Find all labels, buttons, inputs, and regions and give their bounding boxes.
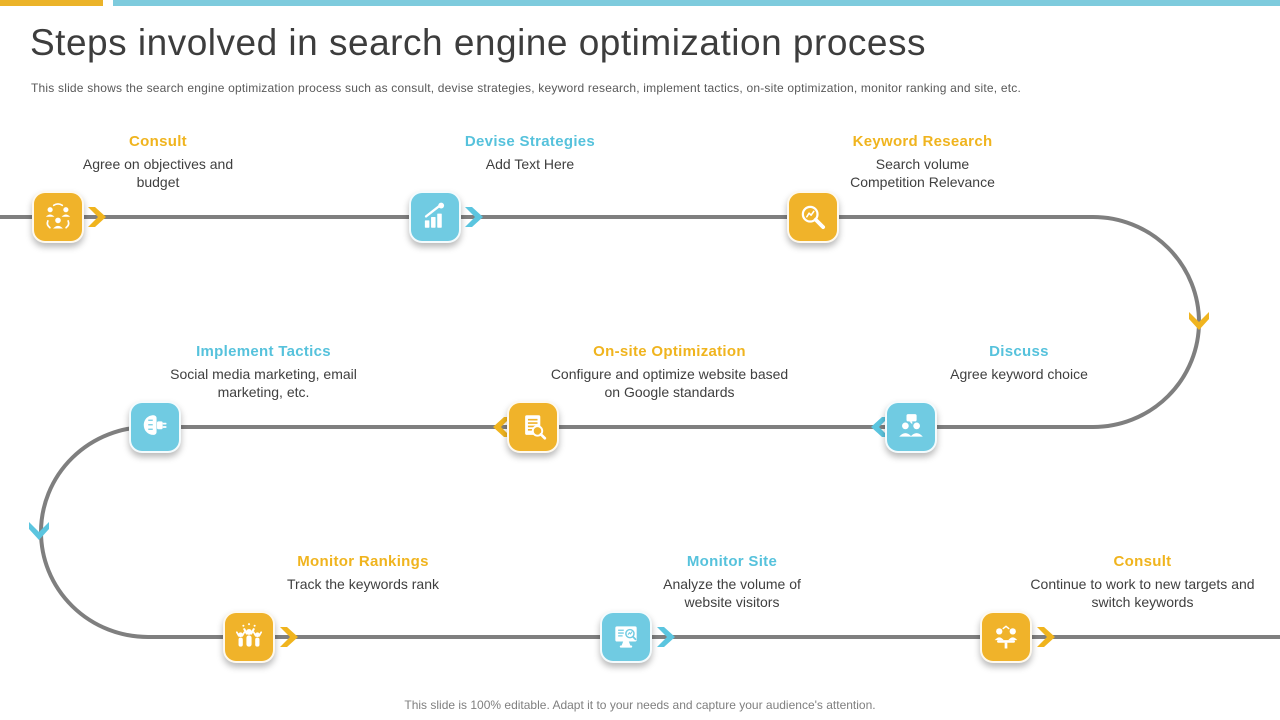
step-desc: Track the keywords rank	[287, 576, 439, 592]
monitor-analytics-icon	[600, 611, 652, 663]
step-title: On-site Optimization	[593, 343, 746, 360]
chevron-right-icon	[1036, 626, 1058, 648]
meeting-icon	[980, 611, 1032, 663]
step-desc: Add Text Here	[485, 156, 575, 172]
step-desc: Configure and optimize website based on …	[550, 366, 789, 401]
step-title: Monitor Rankings	[297, 553, 429, 570]
chevron-right-icon	[656, 626, 678, 648]
step-block: Discuss Agree keyword choice	[919, 343, 1119, 383]
step-block: Keyword Research Search volume Competiti…	[840, 133, 1005, 192]
step-title: Devise Strategies	[464, 133, 596, 150]
step-title: Discuss	[989, 343, 1049, 360]
step-block: Monitor Site Analyze the volume of websi…	[647, 553, 817, 612]
step-title: Consult	[129, 133, 187, 150]
step-desc: Continue to work to new targets and swit…	[1030, 576, 1255, 611]
top-accent-cyan-bar	[113, 0, 1280, 6]
brain-plug-icon	[129, 401, 181, 453]
team-sync-icon	[32, 191, 84, 243]
page-title: Steps involved in search engine optimiza…	[30, 22, 926, 63]
step-desc: Agree keyword choice	[950, 366, 1088, 382]
step-desc: Agree on objectives and budget	[82, 156, 234, 191]
chevron-left-icon	[868, 416, 890, 438]
chevron-right-icon	[464, 206, 486, 228]
discussion-icon	[885, 401, 937, 453]
step-title: Keyword Research	[852, 133, 993, 150]
chevron-left-icon	[490, 416, 512, 438]
ranking-people-icon	[223, 611, 275, 663]
step-block: On-site Optimization Configure and optim…	[542, 343, 797, 402]
document-search-icon	[507, 401, 559, 453]
step-desc: Search volume Competition Relevance	[850, 156, 995, 191]
chevron-down-icon	[1188, 311, 1210, 333]
chevron-right-icon	[279, 626, 301, 648]
footer-note: This slide is 100% editable. Adapt it to…	[404, 698, 876, 712]
chevron-down-icon	[28, 521, 50, 543]
step-title: Implement Tactics	[196, 343, 331, 360]
growth-chart-icon	[409, 191, 461, 243]
step-desc: Social media marketing, email marketing,…	[170, 366, 357, 401]
search-analytics-icon	[787, 191, 839, 243]
step-title: Consult	[1113, 553, 1172, 570]
step-block: Implement Tactics Social media marketing…	[156, 343, 371, 402]
page-subtitle: This slide shows the search engine optim…	[31, 81, 1021, 95]
chevron-right-icon	[87, 206, 109, 228]
top-accent-yellow-bar	[0, 0, 103, 6]
step-block: Consult Agree on objectives and budget	[78, 133, 238, 192]
step-title: Monitor Site	[686, 553, 778, 570]
step-desc: Analyze the volume of website visitors	[663, 576, 801, 611]
step-block: Consult Continue to work to new targets …	[1030, 553, 1255, 612]
step-block: Devise Strategies Add Text Here	[420, 133, 640, 173]
step-block: Monitor Rankings Track the keywords rank	[253, 553, 473, 593]
